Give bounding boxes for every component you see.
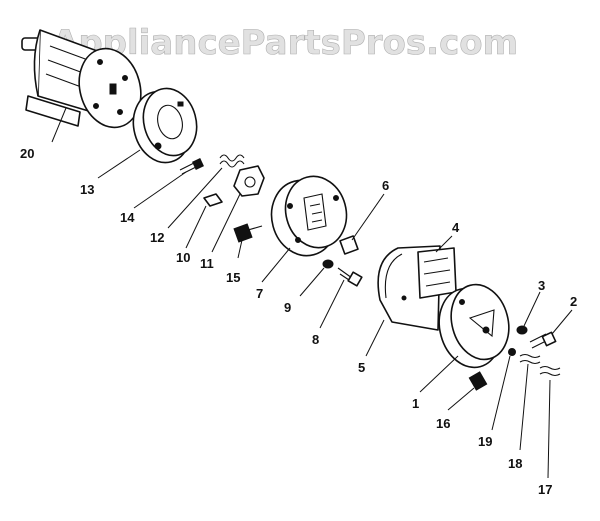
leader-2: [551, 309, 573, 335]
leader-11: [211, 193, 241, 253]
leader-19: [491, 355, 511, 431]
leader-9: [299, 267, 325, 297]
callout-4: 4: [452, 220, 460, 235]
part-3-washer[interactable]: [516, 325, 528, 335]
callout-10: 10: [176, 250, 190, 265]
part-19-ball[interactable]: [508, 348, 516, 356]
part-17-spring[interactable]: [539, 365, 561, 377]
callout-1: 1: [412, 396, 419, 411]
callout-18: 18: [508, 456, 522, 471]
leader-3: [523, 291, 541, 327]
part-13-ring[interactable]: [126, 82, 204, 169]
callout-13: 13: [80, 182, 94, 197]
part-9-washer[interactable]: [322, 259, 334, 269]
callout-17: 17: [538, 482, 552, 497]
part-12-spring[interactable]: [219, 154, 245, 168]
leader-6: [351, 193, 385, 241]
leader-17: [547, 379, 551, 479]
leader-7: [261, 247, 291, 283]
leader-5: [365, 319, 385, 357]
part-7-end-bell[interactable]: [263, 169, 354, 263]
callout-3: 3: [538, 278, 545, 293]
leader-4: [435, 235, 453, 253]
part-20-motor[interactable]: [21, 29, 149, 134]
callout-7: 7: [256, 286, 263, 301]
callout-6: 6: [382, 178, 389, 193]
watermark: AppliancePartsPros.com: [52, 23, 518, 63]
part-11-brush-holder[interactable]: [233, 165, 265, 197]
part-8-bolt[interactable]: [337, 267, 363, 287]
part-4-filter-pad[interactable]: [417, 247, 457, 299]
part-15-terminal[interactable]: [233, 223, 263, 243]
callout-2: 2: [570, 294, 577, 309]
callout-9: 9: [284, 300, 291, 315]
part-16-screw[interactable]: [468, 371, 488, 391]
leader-14: [133, 171, 187, 209]
callout-16: 16: [436, 416, 450, 431]
part-10-brush[interactable]: [203, 193, 223, 207]
leader-20: [51, 107, 67, 143]
callout-5: 5: [358, 360, 365, 375]
leader-10: [185, 205, 207, 249]
leader-18: [519, 363, 529, 451]
part-6-cap[interactable]: [339, 235, 359, 255]
callout-14: 14: [120, 210, 135, 225]
callout-12: 12: [150, 230, 164, 245]
callout-8: 8: [312, 332, 319, 347]
callout-11: 11: [200, 256, 214, 271]
leader-1: [419, 355, 459, 393]
leader-12: [167, 167, 223, 229]
leader-15: [237, 239, 243, 259]
callout-20: 20: [20, 146, 34, 161]
leader-16: [447, 387, 475, 411]
callout-15: 15: [226, 270, 240, 285]
leader-8: [319, 279, 345, 329]
part-18-spring[interactable]: [519, 353, 541, 365]
part-2-screw[interactable]: [529, 331, 557, 349]
callout-19: 19: [478, 434, 492, 449]
part-14-screw[interactable]: [179, 158, 204, 175]
leader-13: [97, 149, 141, 179]
part-1-rear-housing[interactable]: [431, 278, 517, 374]
